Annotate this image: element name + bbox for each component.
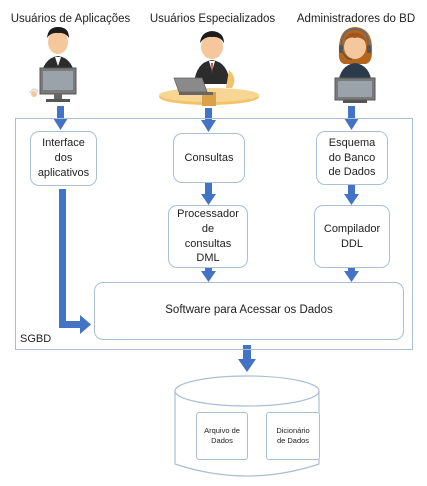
data-access-label: Software para Acessar os Dados xyxy=(165,304,333,317)
data-access-box: Software para Acessar os Dados xyxy=(94,282,404,340)
data-dictionary-label: Dicionário de Dados xyxy=(276,426,310,445)
queries-box: Consultas xyxy=(173,133,245,183)
person-at-computer-icon xyxy=(29,27,77,102)
ddl-compiler-box: Compilador DDL xyxy=(314,205,390,268)
schema-box: Esquema do Banco de Dados xyxy=(316,131,388,185)
ddl-compiler-label: Compilador DDL xyxy=(323,222,381,250)
data-dictionary-box: Dicionário de Dados xyxy=(266,412,320,460)
role-db-admins: Administradores do BD xyxy=(296,13,416,25)
sgbd-label: SGBD xyxy=(20,333,52,345)
role-app-users: Usuários de Aplicações xyxy=(10,13,131,25)
queries-label: Consultas xyxy=(184,151,234,164)
sgbd-container xyxy=(15,118,413,350)
app-interface-label: Interface dos aplicativos xyxy=(37,137,90,179)
app-interface-box: Interface dos aplicativos xyxy=(30,131,97,186)
flow-arrows xyxy=(53,106,359,372)
woman-with-headset-icon xyxy=(334,27,376,103)
data-file-label: Arquivo de Dados xyxy=(204,426,240,445)
schema-label: Esquema do Banco de Dados xyxy=(328,136,376,179)
role-specialized-users: Usuários Especializados xyxy=(149,13,276,25)
query-processor-box: Processador de consultas DML xyxy=(168,205,248,268)
person-at-laptop-icon xyxy=(159,31,259,106)
query-processor-label: Processador de consultas DML xyxy=(177,207,239,265)
data-file-box: Arquivo de Dados xyxy=(196,412,248,460)
